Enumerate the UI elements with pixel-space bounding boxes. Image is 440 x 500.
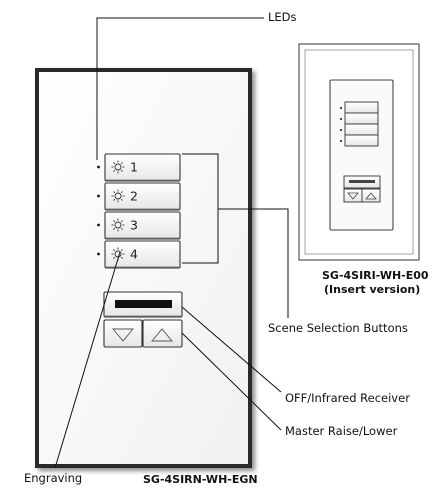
raise-button[interactable] [142, 319, 183, 348]
off-ir-leader-line [181, 306, 282, 393]
lower-button[interactable] [103, 319, 143, 348]
led-1 [97, 165, 100, 169]
main-model-number: SG-4SIRN-WH-EGN [143, 473, 258, 486]
led-3 [97, 223, 100, 227]
infrared-receiver-window [115, 300, 172, 308]
insert-led [340, 118, 342, 120]
chevron-down-icon [347, 192, 359, 200]
scene-leader-line [218, 208, 289, 318]
off-infrared-button[interactable] [103, 291, 183, 318]
label-off-infrared-receiver: OFF/Infrared Receiver [285, 391, 410, 405]
insert-led [340, 129, 342, 131]
label-engraving: Engraving [24, 471, 83, 485]
insert-model-number: SG-4SIRI-WH-E00 [322, 269, 429, 282]
sun-icon [111, 160, 125, 174]
insert-inner-frame [304, 49, 414, 255]
insert-scene-button-1[interactable] [344, 101, 379, 114]
leds-leader-line [96, 17, 264, 160]
chevron-up-icon [151, 328, 173, 342]
scene-button-3[interactable] [104, 211, 181, 240]
chevron-up-icon [365, 192, 377, 200]
insert-lower-button[interactable] [343, 188, 363, 203]
button-number: 2 [130, 189, 138, 204]
button-number: 1 [130, 160, 138, 175]
sun-icon [111, 189, 125, 203]
led-2 [97, 194, 100, 198]
engraving-leader-line [54, 251, 121, 469]
scene-button-2[interactable] [104, 182, 181, 211]
scene-button-1[interactable] [104, 153, 181, 182]
insert-scene-button-4[interactable] [344, 134, 379, 147]
button-number: 3 [130, 218, 138, 233]
label-scene-selection-buttons: Scene Selection Buttons [268, 321, 408, 335]
insert-led [340, 107, 342, 109]
raise-lower-leader-line [181, 332, 282, 431]
sun-icon [111, 247, 125, 261]
label-leds: LEDs [268, 10, 297, 24]
insert-infrared-window [349, 180, 375, 183]
insert-off-infrared-button[interactable] [343, 175, 381, 189]
label-master-raise-lower: Master Raise/Lower [285, 424, 398, 438]
insert-scene-button-2[interactable] [344, 112, 379, 125]
insert-led [340, 140, 342, 142]
sun-icon [111, 218, 125, 232]
insert-version-note: (Insert version) [324, 283, 421, 296]
chevron-down-icon [112, 328, 134, 342]
led-4 [97, 252, 100, 256]
insert-scene-button-3[interactable] [344, 123, 379, 136]
scene-button-4[interactable] [104, 240, 181, 269]
insert-raise-button[interactable] [361, 188, 381, 203]
button-number: 4 [130, 247, 138, 262]
